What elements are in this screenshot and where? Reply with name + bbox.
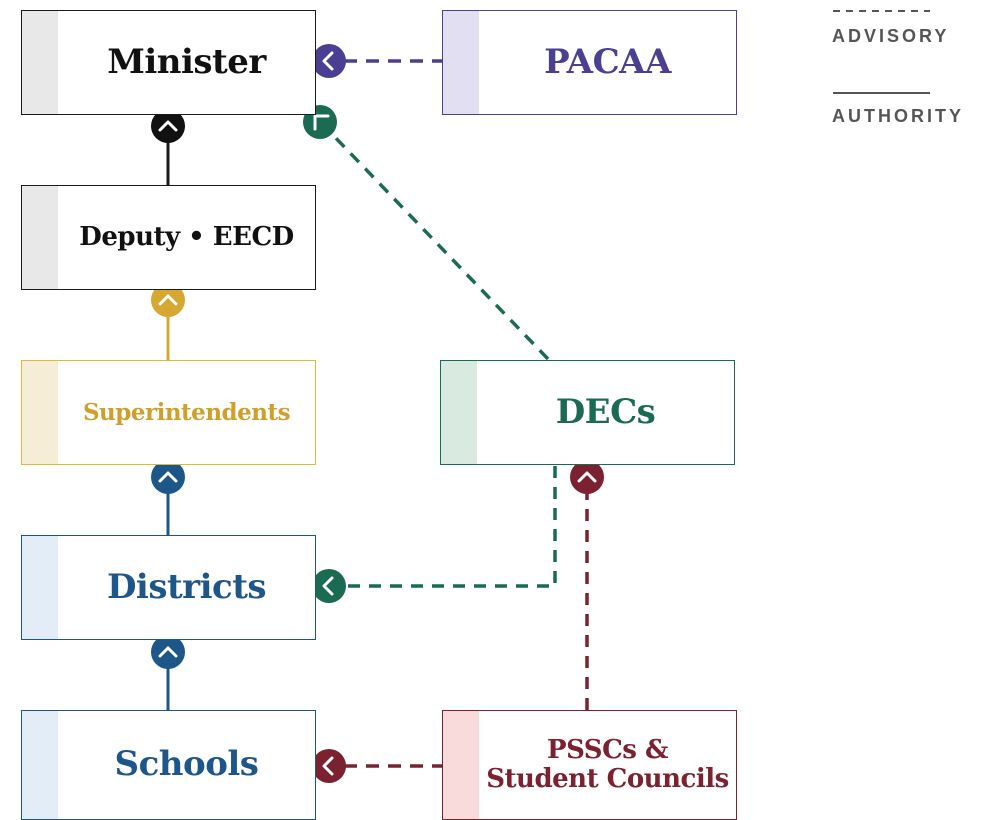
districts-authority-badge (151, 635, 185, 669)
node-schools: Schools (21, 710, 316, 820)
node-pssc-label-line2: Student Councils (486, 764, 729, 794)
node-districts: Districts (21, 535, 316, 640)
node-superintendents: Superintendents (21, 360, 316, 465)
node-deputy: Deputy • EECD (21, 185, 316, 290)
link-decs-districts (346, 466, 557, 588)
node-pssc-label: PSSCs & Student Councils (450, 735, 729, 794)
node-accent-strip (22, 711, 58, 819)
superintendents-authority-badge (151, 460, 185, 494)
node-accent-strip (22, 536, 58, 639)
node-accent-strip (22, 11, 58, 114)
node-accent-strip (22, 186, 58, 289)
node-decs: DECs (440, 360, 735, 465)
node-minister-label: Minister (107, 41, 266, 82)
node-superintendents-label: Superintendents (82, 398, 291, 426)
legend-authority-label: AUTHORITY (832, 106, 964, 126)
node-pssc: PSSCs & Student Councils (442, 710, 737, 820)
schools-advisory-badge (312, 749, 346, 783)
decs-advisory-badge (570, 460, 604, 494)
deputy-authority-badge (151, 283, 185, 317)
node-pacaa: PACAA (442, 10, 737, 115)
node-accent-strip (441, 361, 477, 464)
node-pssc-label-line1: PSSCs & (547, 735, 668, 766)
node-accent-strip (443, 11, 479, 114)
node-minister: Minister (21, 10, 316, 115)
node-accent-strip (443, 711, 479, 819)
node-pacaa-label: PACAA (544, 41, 671, 82)
districts-advisory-badge (312, 569, 346, 603)
node-accent-strip (22, 361, 58, 464)
node-schools-label: Schools (114, 744, 259, 785)
minister-authority-badge (151, 109, 185, 143)
minister-advisory-badge (312, 44, 346, 78)
node-districts-label: Districts (106, 566, 267, 607)
legend-advisory-label: ADVISORY (832, 26, 950, 46)
node-decs-label: DECs (555, 391, 656, 432)
node-deputy-label: Deputy • EECD (79, 222, 294, 253)
link-decs-minister (328, 130, 550, 361)
